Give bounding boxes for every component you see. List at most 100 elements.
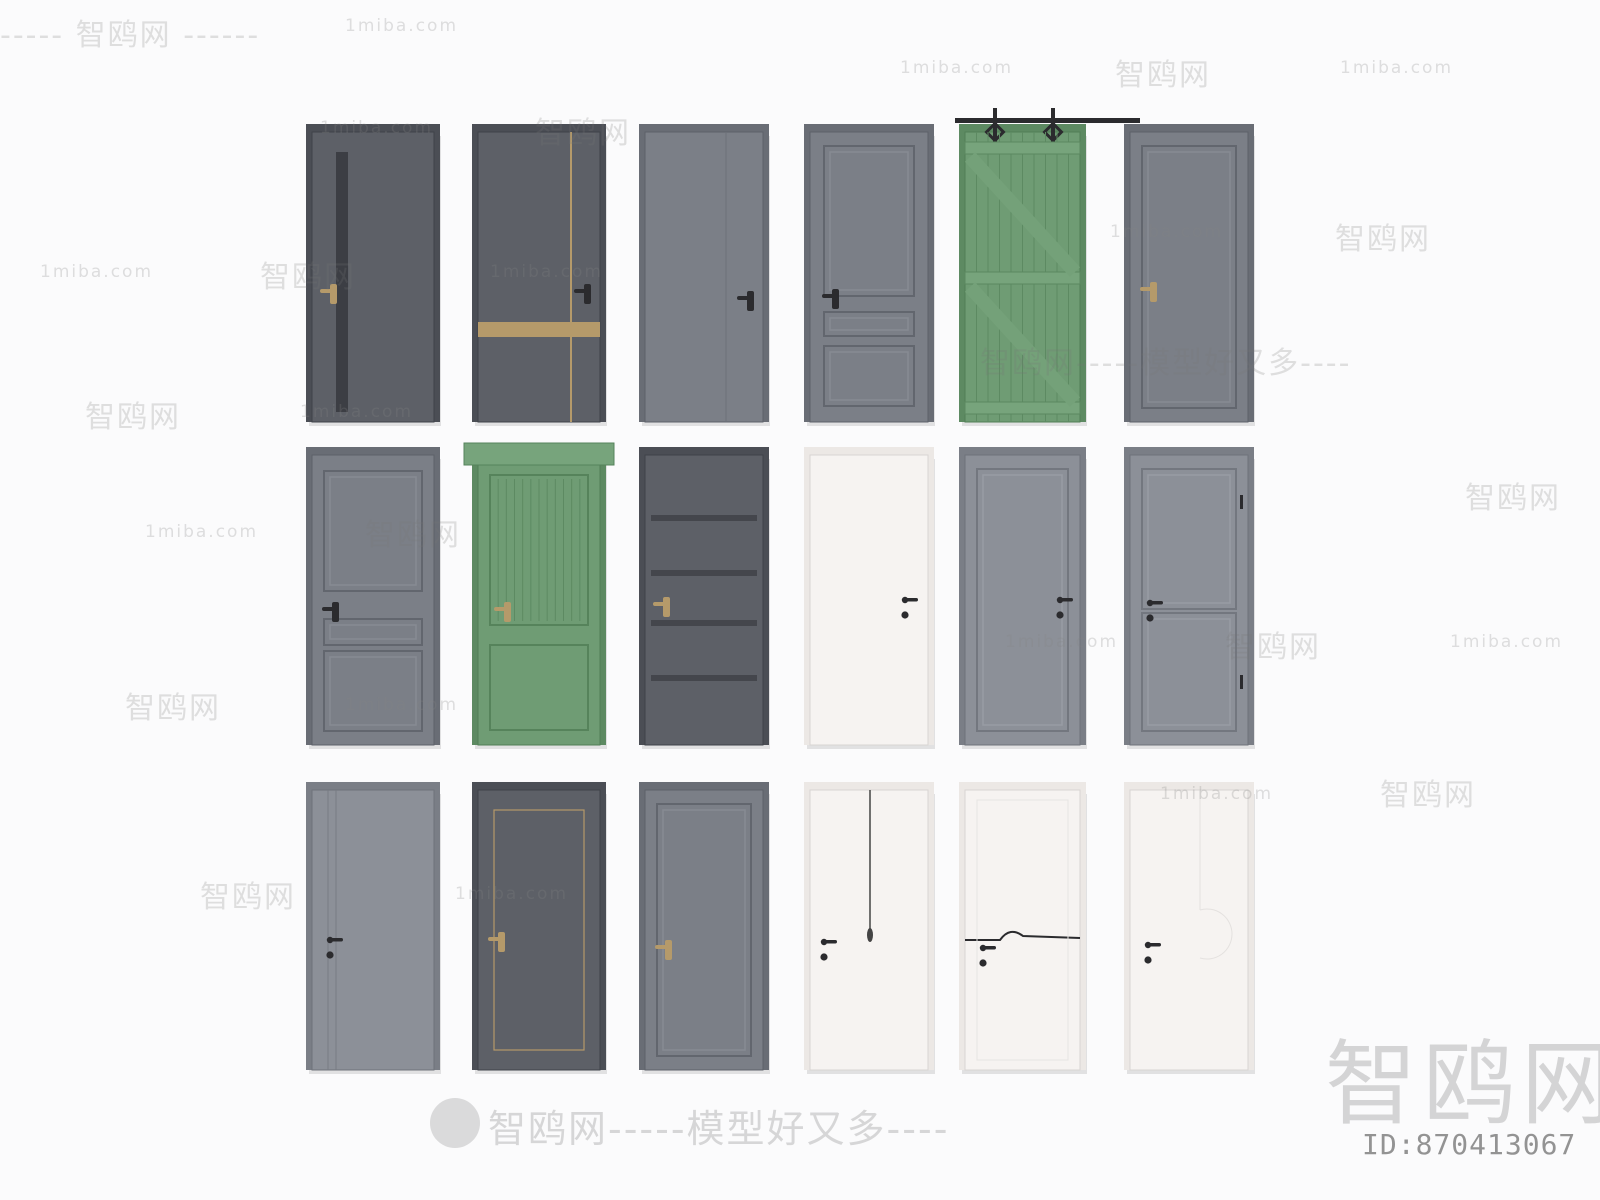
door-handle-lever: [737, 296, 753, 300]
door-2-6: [1124, 447, 1255, 749]
door-handle-lever: [823, 940, 837, 944]
watermark-text: 智鸥网: [1335, 222, 1431, 257]
watermark-id: ID:870413067: [1362, 1128, 1577, 1161]
door-handle-lever: [574, 289, 590, 293]
watermark-domain: 1miba.com: [900, 58, 1014, 78]
door-1-4: [804, 124, 935, 426]
door-panel-inner: [662, 809, 746, 1051]
door-drop-icon: [867, 928, 873, 942]
door-groove: [651, 675, 757, 681]
door-hinge-icon: [1240, 495, 1243, 509]
barn-brace: [964, 282, 1081, 407]
watermark-domain: 1miba.com: [1005, 632, 1119, 652]
door-handle-plate: [332, 602, 339, 622]
door-handle-lever: [1147, 943, 1161, 947]
door-panel: [1141, 145, 1237, 409]
door-handle-lever: [1059, 598, 1073, 602]
door-glass-strip: [336, 152, 348, 412]
door-lock-icon: [326, 951, 334, 959]
door-panel-inner: [829, 151, 909, 291]
door-leaf: [644, 789, 764, 1071]
door-panel: [823, 345, 915, 407]
door-panel-inner: [829, 317, 909, 331]
door-3-1: [306, 782, 441, 1074]
watermark-text: 智鸥网: [200, 880, 296, 915]
door-3-6: [1124, 782, 1255, 1074]
door-panel-inner: [1147, 474, 1231, 604]
door-3-2: [472, 782, 607, 1074]
door-groove: [651, 515, 757, 521]
barn-rail-board: [964, 141, 1081, 155]
door-2-2: [463, 442, 615, 749]
watermark-slogan-bottom: 智鸥网-----模型好又多----: [488, 1107, 950, 1151]
door-handle-plate: [665, 940, 672, 960]
door-groove: [651, 620, 757, 626]
watermark-domain: 1miba.com: [1160, 784, 1274, 804]
door-handle-lever: [320, 289, 336, 293]
door-lock-icon: [1056, 611, 1064, 619]
door-panel-inner: [1147, 151, 1231, 403]
door-lock-icon: [979, 959, 987, 967]
door-pediment: [463, 442, 615, 466]
doors-layer: [306, 108, 1255, 1074]
door-panel: [656, 803, 752, 1057]
door-lock-icon: [820, 953, 828, 961]
door-leaf: [311, 454, 435, 746]
watermark-domain: 1miba.com: [40, 262, 154, 282]
watermark-text: 智鸥网: [1380, 778, 1476, 813]
door-lock-icon: [901, 611, 909, 619]
barn-rail-board: [964, 401, 1081, 415]
watermark-text: ----- 智鸥网 ------: [0, 18, 261, 53]
watermark-domain: 1miba.com: [1110, 222, 1224, 242]
door-1-6: [1124, 124, 1255, 426]
watermark-domain: 1miba.com: [1340, 58, 1454, 78]
door-leaf: [311, 789, 435, 1071]
door-leaf: [1129, 131, 1249, 423]
door-panel: [489, 644, 589, 731]
door-panel: [823, 145, 915, 297]
watermark-domain: 1miba.com: [490, 262, 604, 282]
door-handle-plate: [832, 289, 839, 309]
watermark-text: 智鸥网: [85, 400, 181, 435]
door-leaf: [964, 789, 1081, 1071]
door-handle-plate: [1150, 282, 1157, 302]
door-leaf: [644, 454, 764, 746]
watermark-domain: 1miba.com: [455, 884, 569, 904]
watermark-text: 智鸥网: [1225, 630, 1321, 665]
door-leaf: [1129, 789, 1249, 1071]
door-panel-inner: [329, 476, 417, 586]
door-handle-lever: [494, 607, 510, 611]
door-gold-line: [570, 132, 572, 422]
door-decor-arc: [1199, 908, 1233, 960]
watermark-slogan: 智鸥网-----模型好又多----: [980, 346, 1352, 381]
door-groove: [651, 570, 757, 576]
watermark-domain: 1miba.com: [320, 118, 434, 138]
door-panel-inner: [829, 351, 909, 401]
door-panel: [323, 618, 423, 646]
door-handle-plate: [747, 291, 754, 311]
watermark-domain: 1miba.com: [300, 402, 414, 422]
door-lock-icon: [1146, 614, 1154, 622]
watermark-domain: 1miba.com: [345, 695, 459, 715]
door-panel: [823, 311, 915, 337]
watermark-big-brand: 智鸥网: [1325, 1031, 1600, 1138]
door-handle-lever: [982, 946, 996, 950]
door-panel: [489, 474, 589, 626]
watermark-text: 智鸥网: [535, 116, 631, 151]
door-gold-inlay: [493, 809, 585, 1051]
watermark-text: 智鸥网: [260, 260, 356, 295]
door-handle-lever: [488, 937, 504, 941]
watermark-text: 智鸥网: [365, 518, 461, 553]
door-3-5: [959, 782, 1087, 1074]
door-hinge-icon: [1240, 675, 1243, 689]
door-leaf: [477, 789, 601, 1071]
door-handle-lever: [1149, 601, 1163, 605]
door-panel: [1141, 612, 1237, 732]
door-panel: [1141, 468, 1237, 610]
door-2-1: [306, 447, 441, 749]
watermark-text: 智鸥网: [125, 691, 221, 726]
watermark-text: 智鸥网: [1465, 481, 1561, 516]
door-2-4: [804, 447, 935, 749]
watermark-logo-icon: [430, 1098, 480, 1148]
